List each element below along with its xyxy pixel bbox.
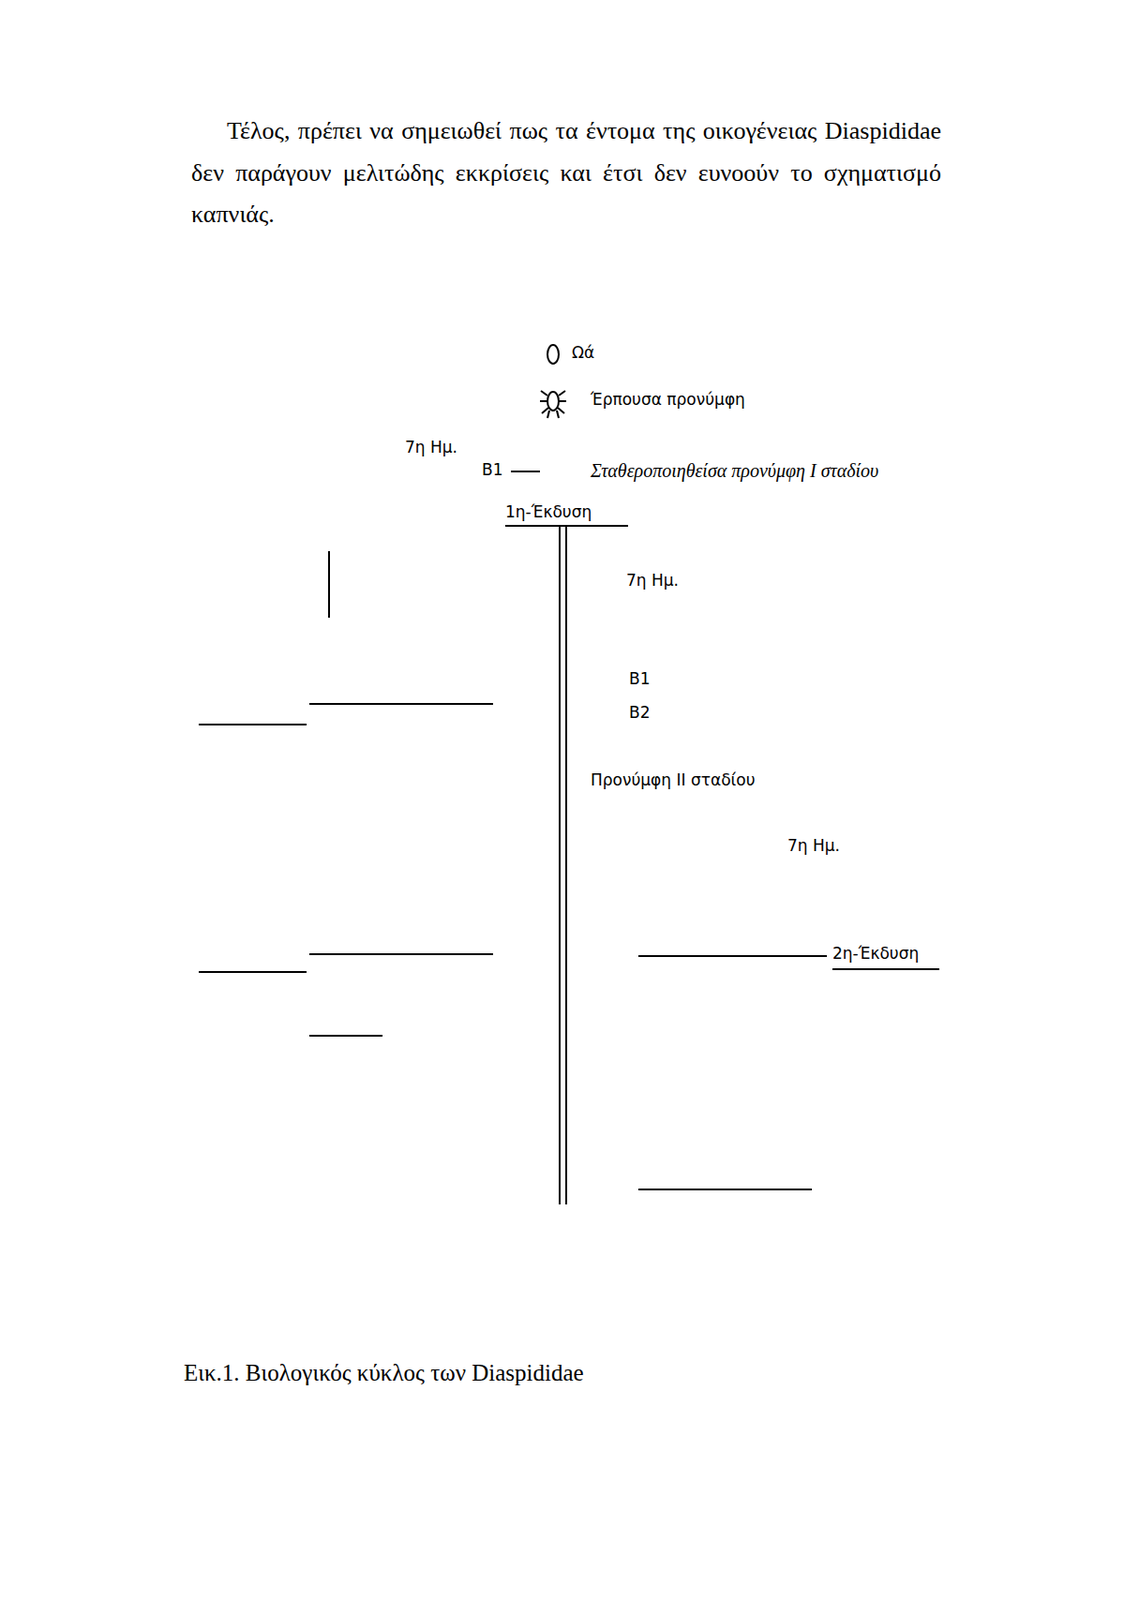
stage-label: Σταθεροποιηθείσα προνύμφη I σταδίου: [590, 459, 879, 482]
egg-symbol: [547, 344, 559, 364]
day-label: 7η Ημ.: [626, 570, 679, 590]
group-label: Β2: [629, 703, 650, 722]
moult-label: 1η-Έκδυση: [505, 502, 592, 522]
moult-label: 2η-Έκδυση: [832, 944, 919, 963]
stage-label: Ωά: [571, 343, 595, 362]
group-label: Β1: [629, 669, 650, 689]
day-label: 7η Ημ.: [787, 836, 840, 855]
day-label: 7η Ημ.: [404, 437, 458, 457]
crawler-symbol: [539, 390, 567, 419]
figure-caption: Εικ.1. Βιολογικός κύκλος των Diaspididae: [183, 1359, 585, 1388]
stage-label: Έρπουσα προνύμφη: [590, 389, 746, 409]
cycle-lines: [198, 344, 940, 1205]
body-paragraph: Τέλος, πρέπει να σημειωθεί πως τα έντομα…: [191, 110, 942, 237]
stage-label: Προνύμφη II σταδίου: [590, 770, 756, 790]
group-label: Β1: [481, 460, 503, 480]
